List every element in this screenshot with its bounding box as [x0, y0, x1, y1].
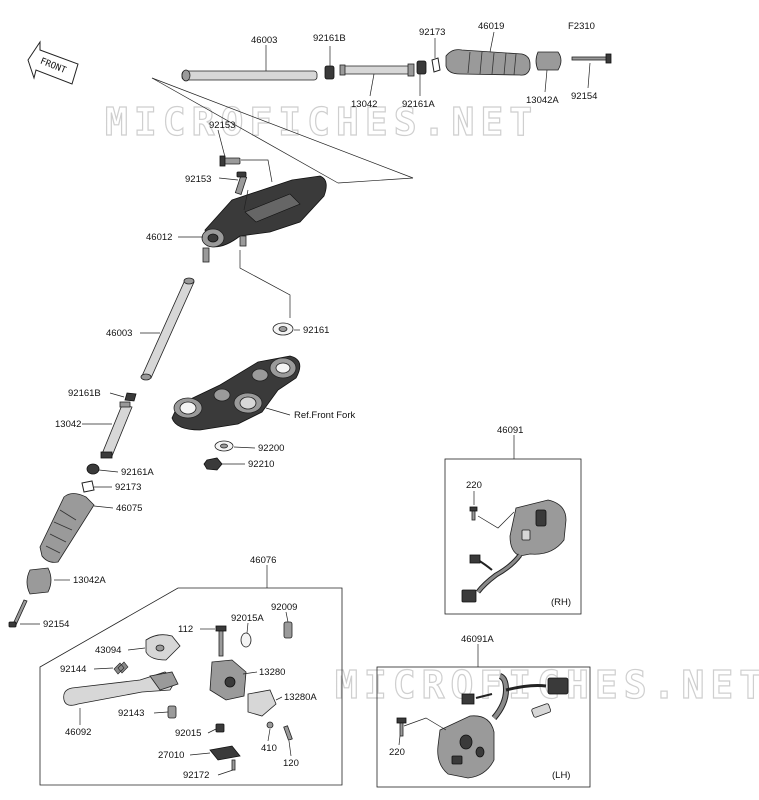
label-92161B-top: 92161B: [313, 33, 346, 44]
label-220-lh: 220: [389, 747, 405, 758]
label-92009: 92009: [271, 602, 297, 613]
front-arrow-icon: FRONT: [27, 40, 79, 85]
label-92173-left: 92173: [115, 482, 141, 493]
guide-lines-top: [151, 77, 414, 184]
top-handlebar-assembly: [181, 49, 612, 82]
label-92172: 92172: [183, 770, 209, 781]
label-92200: 92200: [258, 443, 284, 454]
label-92154-left: 92154: [43, 619, 69, 630]
label-13280: 13280: [259, 667, 285, 678]
label-46075: 46075: [116, 503, 142, 514]
label-13042-top: 13042: [351, 99, 377, 110]
label-92173-top: 92173: [419, 27, 445, 38]
label-13042-left: 13042: [55, 419, 81, 430]
label-46076: 46076: [250, 555, 276, 566]
label-92154-top: 92154: [571, 91, 597, 102]
label-13042A-top: 13042A: [526, 95, 559, 106]
lever-assembly-box: [39, 587, 343, 786]
label-92161: 92161: [303, 325, 329, 336]
lh-switch-box: [376, 666, 591, 788]
label-ref-front-fork: Ref.Front Fork: [294, 410, 355, 421]
lh-switch-housing: [396, 673, 569, 779]
label-46019: 46019: [478, 21, 504, 32]
label-92015: 92015: [175, 728, 201, 739]
part-labels: 46003 92161B 92173 46019 13042 92161A 13…: [43, 21, 597, 781]
label-92161B-left: 92161B: [68, 388, 101, 399]
label-46003-top: 46003: [251, 35, 277, 46]
label-92161A-top: 92161A: [402, 99, 435, 110]
figure-code: F2310: [568, 21, 595, 32]
left-handlebar-assembly: [8, 277, 195, 628]
label-120: 120: [283, 758, 299, 769]
label-46003-left: 46003: [106, 328, 132, 339]
label-43094: 43094: [95, 645, 121, 656]
label-46012: 46012: [146, 232, 172, 243]
fork-top-bracket: [171, 322, 301, 471]
label-13042A-left: 13042A: [73, 575, 106, 586]
watermark-top: MICROFICHES.NET: [105, 100, 538, 144]
label-92210: 92210: [248, 459, 274, 470]
handlebar-clamp-46012: [201, 155, 327, 263]
label-92144: 92144: [60, 664, 86, 675]
label-92161A-left: 92161A: [121, 467, 154, 478]
label-92143: 92143: [118, 708, 144, 719]
label-46091A: 46091A: [461, 634, 494, 645]
leader-lines: [20, 31, 591, 776]
label-92153-a: 92153: [209, 120, 235, 131]
clutch-lever-assembly: [63, 621, 293, 771]
rh-switch-housing: [461, 499, 567, 603]
label-92153-b: 92153: [185, 174, 211, 185]
label-13280A: 13280A: [284, 692, 317, 703]
label-410: 410: [261, 743, 277, 754]
lh-label: (LH): [552, 770, 570, 781]
label-112: 112: [178, 624, 193, 635]
watermark-bottom: MICROFICHES.NET: [335, 663, 759, 707]
label-46092: 46092: [65, 727, 91, 738]
label-27010: 27010: [158, 750, 184, 761]
rh-label: (RH): [551, 597, 571, 608]
label-46091: 46091: [497, 425, 523, 436]
label-220-rh: 220: [466, 480, 482, 491]
rh-switch-box: [444, 458, 582, 615]
guide-line-clamp: [239, 250, 291, 318]
label-92015A: 92015A: [231, 613, 264, 624]
